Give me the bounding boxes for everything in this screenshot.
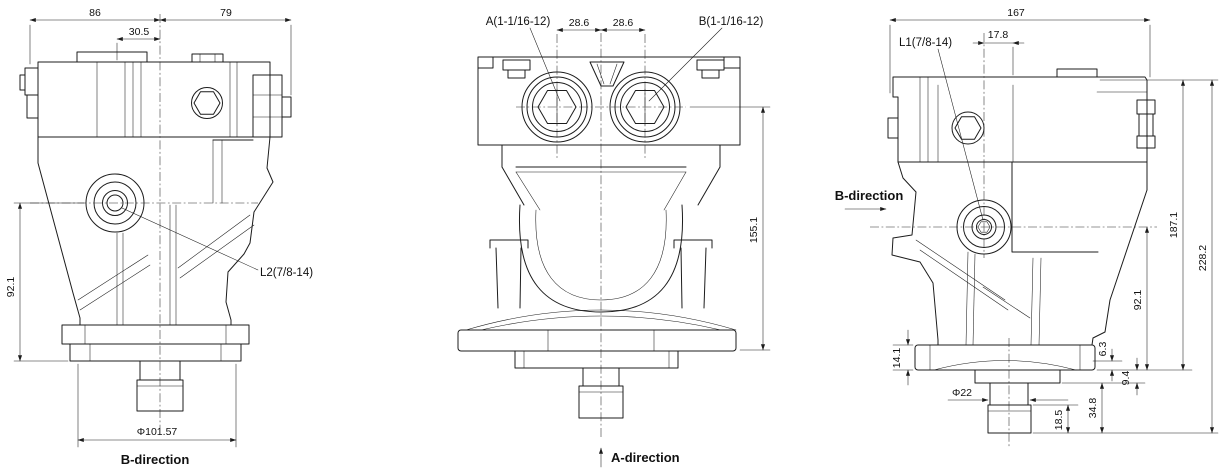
dim-30-5: 30.5 (129, 26, 150, 38)
dim-79: 79 (220, 7, 232, 19)
dimensions-front-view: 28.6 28.6 A(1-1/16-12) B(1-1/16-12) 155.… (486, 16, 771, 468)
dim-92-1-right: 92.1 (1132, 290, 1144, 311)
dim-6-3: 6.3 (1097, 342, 1109, 357)
dim-155-1: 155.1 (748, 217, 760, 243)
dim-228-2: 228.2 (1197, 245, 1209, 271)
dim-92-1-left: 92.1 (5, 277, 17, 298)
mounting-flange-side (914, 344, 1096, 371)
label-b-direction-arrow: B-direction (835, 188, 904, 203)
label-port-l2: L2(7/8-14) (260, 267, 313, 279)
dim-187-1: 187.1 (1168, 212, 1180, 238)
label-port-a: A(1-1/16-12) (486, 16, 551, 28)
dim-167: 167 (1007, 7, 1025, 19)
view-a-direction: 28.6 28.6 A(1-1/16-12) B(1-1/16-12) 155.… (457, 16, 771, 468)
label-port-b: B(1-1/16-12) (699, 16, 764, 28)
dim-9-4: 9.4 (1120, 371, 1132, 386)
pump-body-front-view (457, 33, 741, 437)
hex-plug-socket (193, 91, 221, 115)
dim-flange-diameter: Φ101.57 (137, 426, 178, 438)
view-side-elevation: 167 L1(7/8-14) 17.8 B-direction 92.1 187… (835, 7, 1219, 448)
dim-17-8: 17.8 (988, 29, 1009, 41)
dim-18-5: 18.5 (1053, 410, 1065, 431)
pump-body-right-view (870, 33, 1157, 448)
dim-shaft-diameter: Φ22 (952, 387, 972, 399)
view-b-direction: 86 79 30.5 92.1 Φ101.57 L2(7/8-14) B-dir… (5, 7, 313, 467)
dim-28-6-left: 28.6 (569, 17, 590, 29)
caption-b-direction-view: B-direction (121, 452, 190, 467)
pump-body-left-view (19, 14, 292, 428)
caption-a-direction-view: A-direction (611, 450, 680, 465)
center-funnel-detail (589, 61, 625, 87)
label-port-l1: L1(7/8-14) (899, 37, 952, 49)
output-shaft-side (987, 404, 1032, 434)
dimensions-left-view: 86 79 30.5 92.1 Φ101.57 L2(7/8-14) B-dir… (5, 7, 313, 467)
dim-86: 86 (89, 7, 101, 19)
mounting-flange-front (457, 329, 737, 352)
dimensions-right-view: 167 L1(7/8-14) 17.8 B-direction 92.1 187… (835, 7, 1219, 434)
dim-14-1: 14.1 (891, 348, 903, 369)
dim-34-8: 34.8 (1087, 398, 1099, 419)
hex-plug-outline (191, 87, 223, 119)
dim-28-6-right: 28.6 (613, 17, 634, 29)
